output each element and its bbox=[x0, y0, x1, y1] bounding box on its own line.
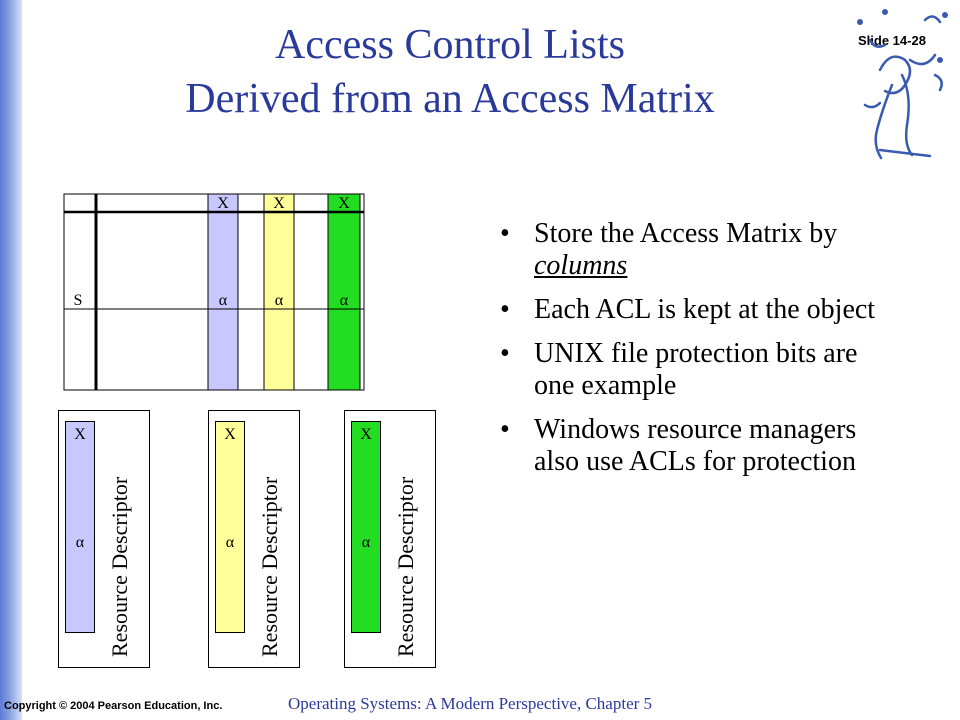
access-matrix: X X X S α α α bbox=[63, 193, 365, 391]
bullet-list: • Store the Access Matrix by columns • E… bbox=[500, 218, 880, 490]
bullet-item-2: • Each ACL is kept at the object bbox=[500, 294, 880, 326]
bullet-item-3: • UNIX file protection bits are one exam… bbox=[500, 338, 880, 402]
matrix-alpha-2: α bbox=[275, 292, 284, 309]
acl-alpha-2: α bbox=[225, 534, 235, 551]
bullet-3-text: UNIX file protection bits are one exampl… bbox=[534, 338, 858, 401]
matrix-x-1: X bbox=[217, 195, 229, 212]
acl-x-3: X bbox=[360, 426, 372, 443]
matrix-alpha-3: α bbox=[340, 292, 349, 309]
bullet-4-text: Windows resource managers also use ACLs … bbox=[534, 414, 857, 477]
bullet-1-text: Store the Access Matrix by bbox=[534, 218, 838, 249]
acl-x-2: X bbox=[224, 426, 236, 443]
bullet-item-1: • Store the Access Matrix by columns bbox=[500, 218, 880, 282]
side-gradient-bar bbox=[0, 0, 22, 720]
slide-title: Access Control Lists Derived from an Acc… bbox=[40, 18, 860, 126]
acl-x-1: X bbox=[74, 426, 86, 443]
bullet-dot-icon: • bbox=[500, 414, 510, 445]
acl-strip-2: X α bbox=[215, 421, 245, 633]
music-figure-logo-icon bbox=[857, 9, 948, 160]
matrix-x-3: X bbox=[338, 195, 350, 212]
matrix-column-1 bbox=[207, 193, 239, 391]
copyright-text: Copyright © 2004 Pearson Education, Inc. bbox=[4, 700, 223, 712]
matrix-alpha-1: α bbox=[219, 292, 228, 309]
resource-descriptor-2: Resource Descriptor bbox=[257, 476, 282, 657]
acl-alpha-3: α bbox=[361, 534, 371, 551]
bullet-dot-icon: • bbox=[500, 294, 510, 325]
matrix-x-2: X bbox=[273, 195, 285, 212]
bullet-item-4: • Windows resource managers also use ACL… bbox=[500, 414, 880, 478]
matrix-subject-s: S bbox=[74, 292, 83, 309]
matrix-column-3 bbox=[327, 193, 361, 391]
title-line-2: Derived from an Access Matrix bbox=[185, 76, 715, 122]
bullet-2-text: Each ACL is kept at the object bbox=[534, 294, 876, 325]
footer-book-title: Operating Systems: A Modern Perspective,… bbox=[288, 694, 653, 713]
acl-strip-1: X α bbox=[65, 421, 95, 633]
bullet-dot-icon: • bbox=[500, 338, 510, 369]
acl-box-3: X α Resource Descriptor bbox=[344, 410, 436, 668]
acl-box-2: X α Resource Descriptor bbox=[208, 410, 300, 668]
resource-descriptor-3: Resource Descriptor bbox=[393, 476, 418, 657]
acl-alpha-1: α bbox=[75, 534, 85, 551]
resource-descriptor-1: Resource Descriptor bbox=[107, 476, 132, 657]
bullet-1-emphasis: columns bbox=[534, 250, 628, 281]
title-line-1: Access Control Lists bbox=[275, 22, 625, 68]
acl-box-1: X α Resource Descriptor bbox=[58, 410, 150, 668]
matrix-column-2 bbox=[263, 193, 295, 391]
bullet-dot-icon: • bbox=[500, 218, 510, 249]
acl-strip-3: X α bbox=[351, 421, 381, 633]
